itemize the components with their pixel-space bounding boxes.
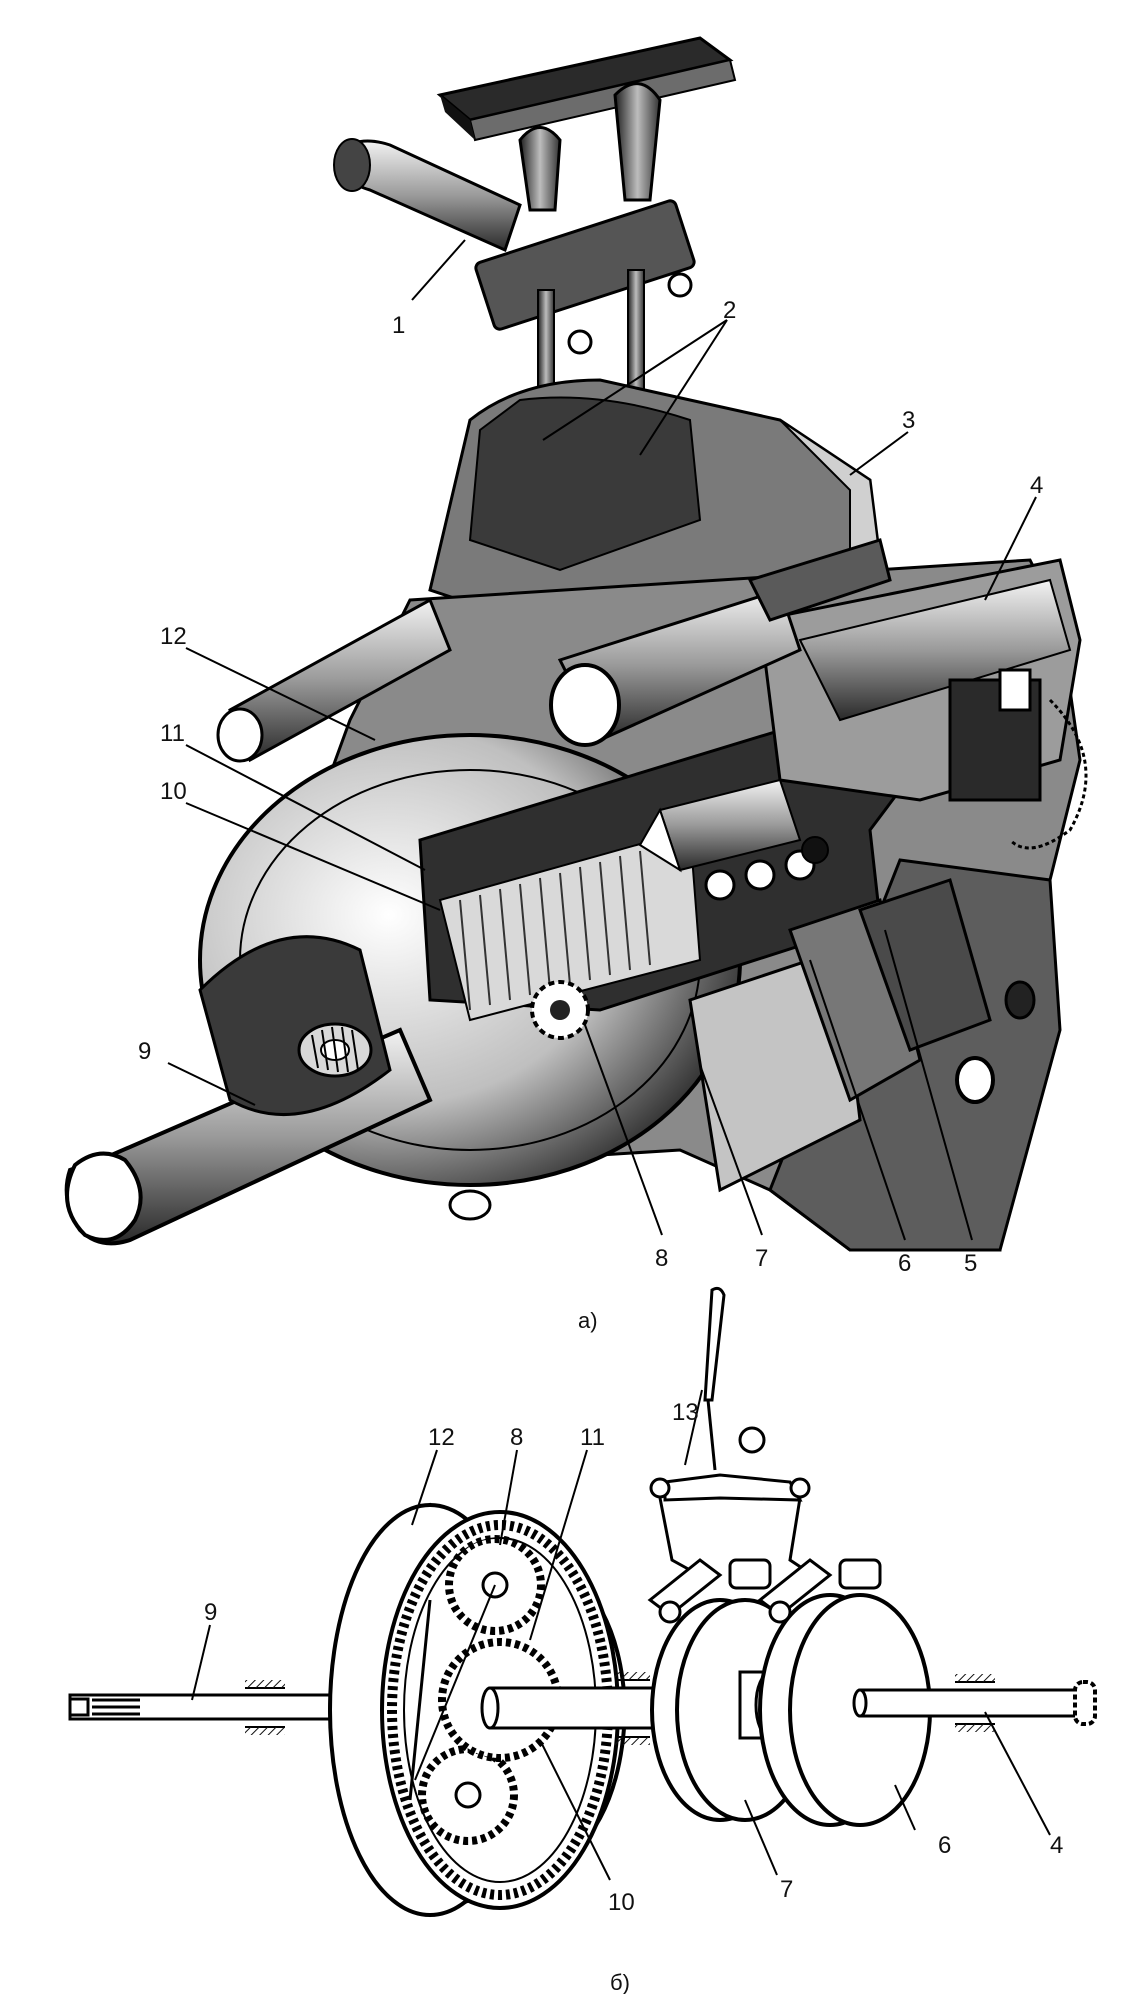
guide-rod [216, 597, 452, 763]
label-b-8: 8 [510, 1424, 523, 1451]
figure-b-schematic: 13 12 8 11 9 10 7 6 4 б) [68, 1286, 1097, 1994]
leader-lines-b [191, 1389, 1051, 1881]
label-b-4: 4 [1050, 1832, 1063, 1859]
label-a-10: 10 [160, 778, 187, 805]
cutaway-core [418, 698, 992, 1193]
label-a-6: 6 [898, 1250, 911, 1277]
label-b-13: 13 [672, 1399, 699, 1426]
label-a-8: 8 [655, 1245, 668, 1272]
shift-shaft [333, 138, 522, 253]
bearing-support-4 [955, 1674, 995, 1732]
output-shaft [64, 935, 433, 1246]
label-b-7: 7 [780, 1876, 793, 1903]
control-lever-13 [647, 1286, 882, 1624]
labels-b: 13 12 8 11 9 10 7 6 4 б) [204, 1399, 1063, 1994]
label-a-2: 2 [723, 297, 736, 324]
label-a-11: 11 [160, 720, 185, 747]
bearing-support-9 [245, 1680, 285, 1735]
label-a-1: 1 [392, 312, 405, 339]
label-a-7: 7 [755, 1245, 768, 1272]
label-b-11: 11 [580, 1424, 605, 1451]
label-b-6: 6 [938, 1832, 951, 1859]
label-b-12: 12 [428, 1424, 455, 1451]
caption-a: а) [578, 1308, 598, 1333]
label-b-9: 9 [204, 1599, 217, 1626]
top-bracket [436, 36, 737, 142]
bearing-support-10 [615, 1672, 650, 1745]
input-shaft-housing [638, 558, 1088, 873]
label-a-3: 3 [902, 407, 915, 434]
leader-lines-a [167, 239, 1037, 1241]
label-a-4: 4 [1030, 472, 1043, 499]
shaft-4-schematic [852, 1674, 1097, 1732]
labels-a: 1 2 3 4 12 11 10 9 8 7 6 5 а) [138, 297, 1043, 1333]
actuator-cylinder [549, 538, 892, 747]
shaft-9-schematic [68, 1680, 342, 1735]
caption-b: б) [610, 1970, 630, 1994]
label-a-12: 12 [160, 623, 187, 650]
figure-a-cutaway: 1 2 3 4 12 11 10 9 8 7 6 5 а) [64, 36, 1088, 1333]
label-a-9: 9 [138, 1038, 151, 1065]
label-b-10: 10 [608, 1889, 635, 1916]
label-a-5: 5 [964, 1250, 977, 1277]
